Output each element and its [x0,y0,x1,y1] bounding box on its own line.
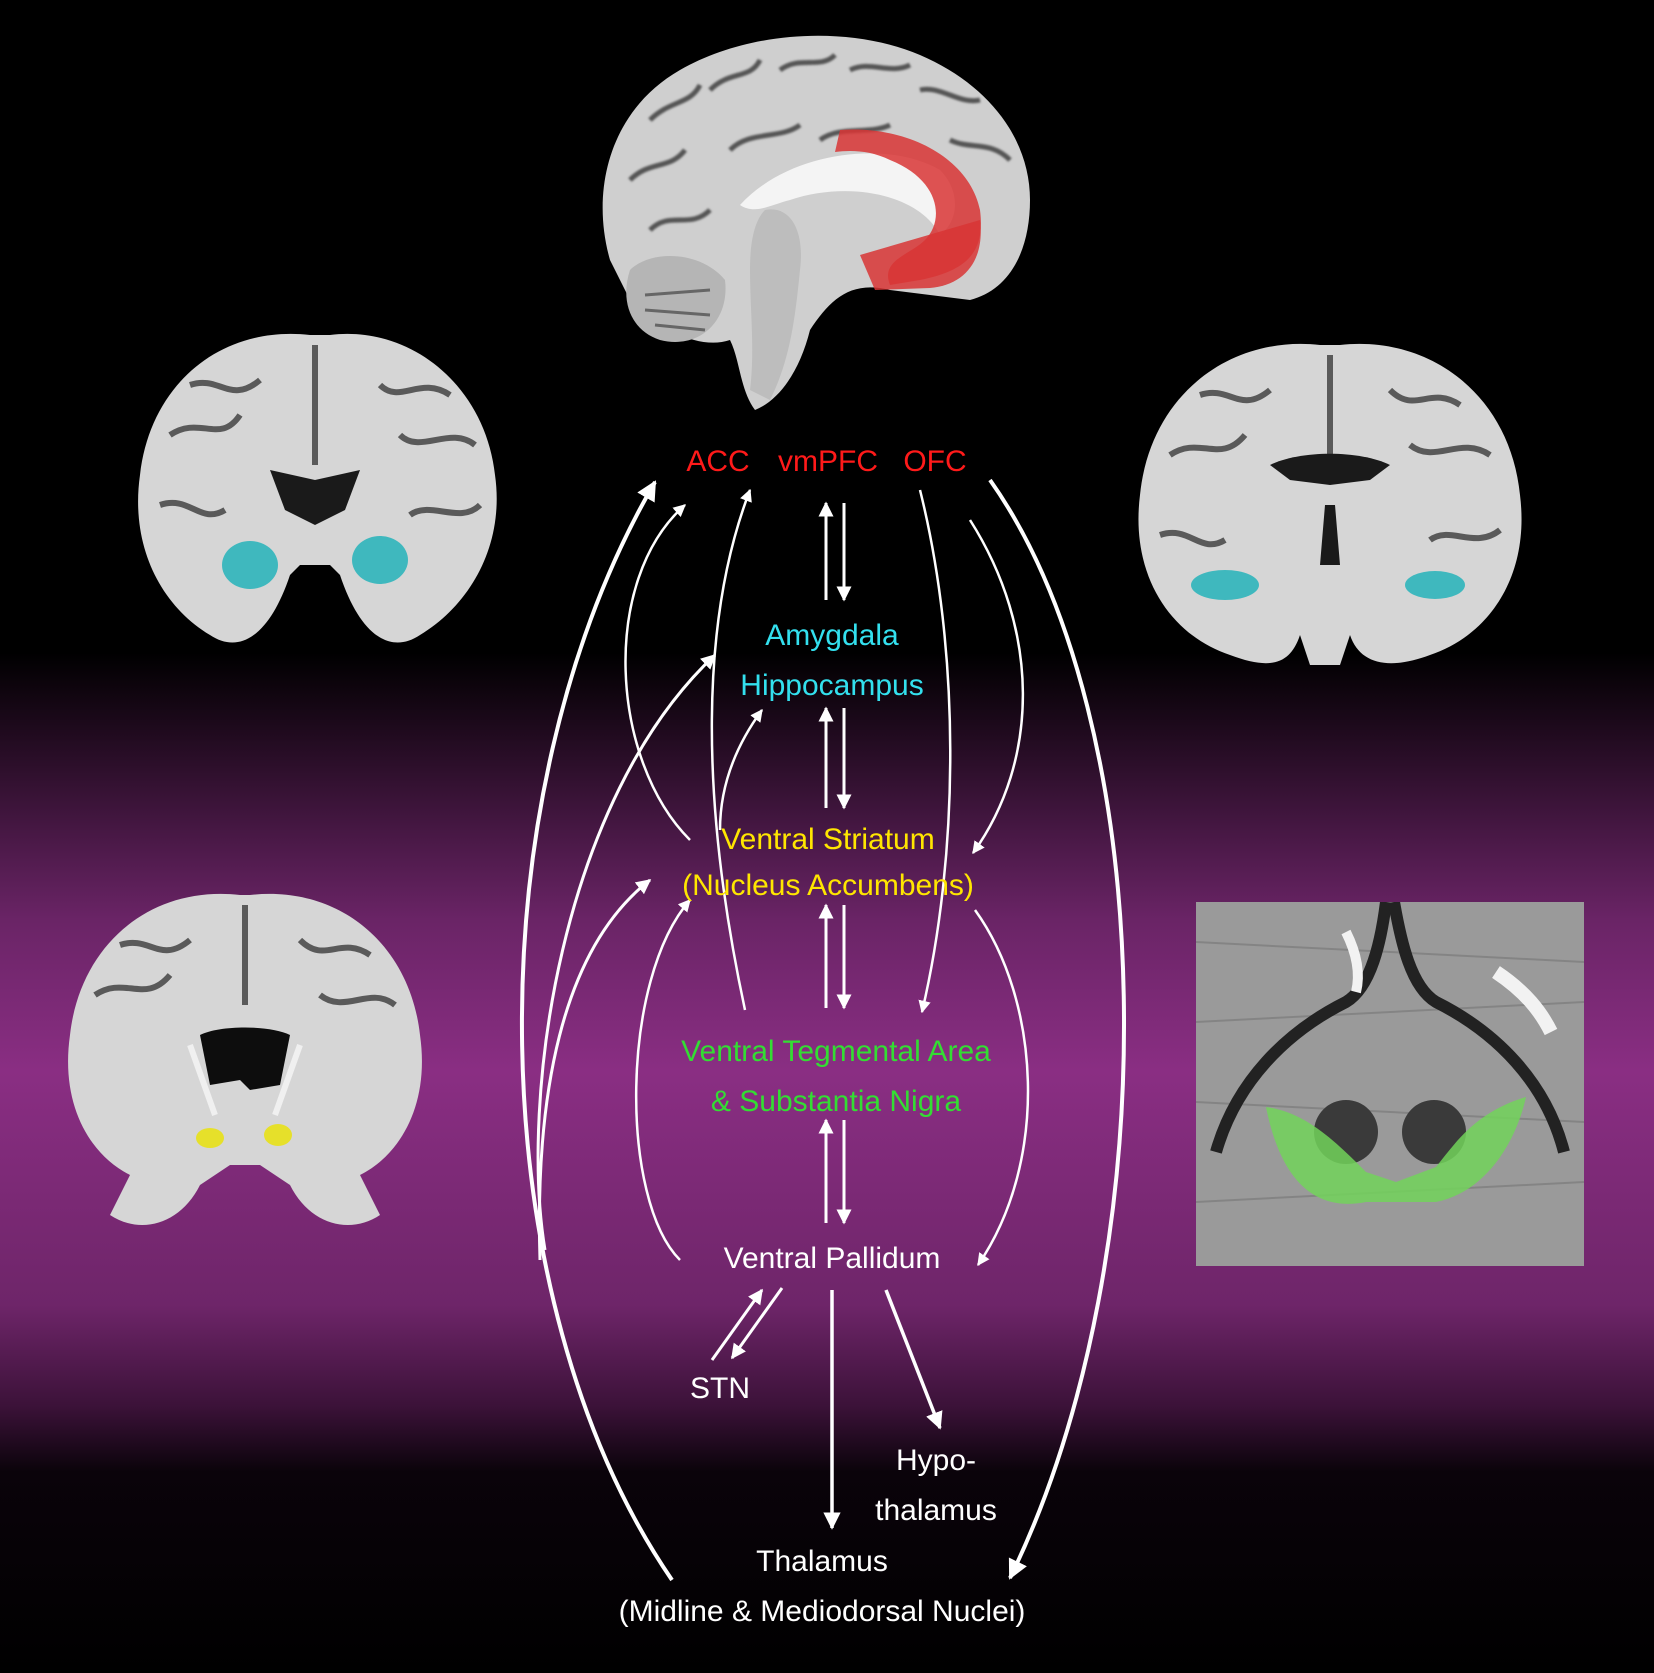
arrow-pallidum-to-striatum [634,899,691,1261]
label-ventral-pallidum: Ventral Pallidum [723,1242,941,1275]
arrow-striatum-to-acc [624,504,691,841]
label-hypothalamus-line1: Hypo- [895,1444,977,1477]
label-vmpfc: vmPFC [778,445,878,478]
arrow-pallidum-to-stn [730,1287,784,1360]
arrow-ofc-to-thalamus [988,478,1126,1580]
label-vta: Ventral Tegmental Area [681,1035,991,1068]
label-stn: STN [690,1372,750,1405]
label-acc: ACC [686,445,750,478]
arrow-stn-to-pallidum [710,1288,764,1361]
label-amygdala: Amygdala [765,619,899,652]
label-substantia-nigra: & Substantia Nigra [710,1085,962,1118]
label-hypothalamus-line2: thalamus [875,1494,997,1527]
midbrain-vta-image [1196,902,1584,1266]
arrow-striatum-to-pallidum [973,909,1030,1267]
arrow-thalamus-to-acc [519,480,674,1582]
label-thalamus: Thalamus [756,1545,888,1578]
label-hippocampus: Hippocampus [740,669,924,702]
arrow-thalamus-to-striatum [537,878,652,1261]
arrow-vta-to-vmpfc [710,488,752,1011]
coronal-amygdala-image [138,333,497,643]
arrow-thalamus-to-amygdala [536,653,717,1251]
arrow-pallidum-to-hypothalamus [884,1289,943,1430]
arrow-ofc-to-striatum [968,519,1025,855]
label-ventral-striatum: Ventral Striatum [721,823,935,856]
sagittal-brain-image [602,35,1030,410]
coronal-hippocampus-image [1138,343,1522,665]
arrow-striatum-to-hippocampus [718,708,764,831]
label-nucleus-accumbens: (Nucleus Accumbens) [682,869,974,902]
label-ofc: OFC [903,445,967,478]
arrow-ofc-to-vta [918,489,952,1014]
coronal-accumbens-image [68,893,422,1225]
label-thalamus-nuclei: (Midline & Mediodorsal Nuclei) [618,1595,1026,1628]
